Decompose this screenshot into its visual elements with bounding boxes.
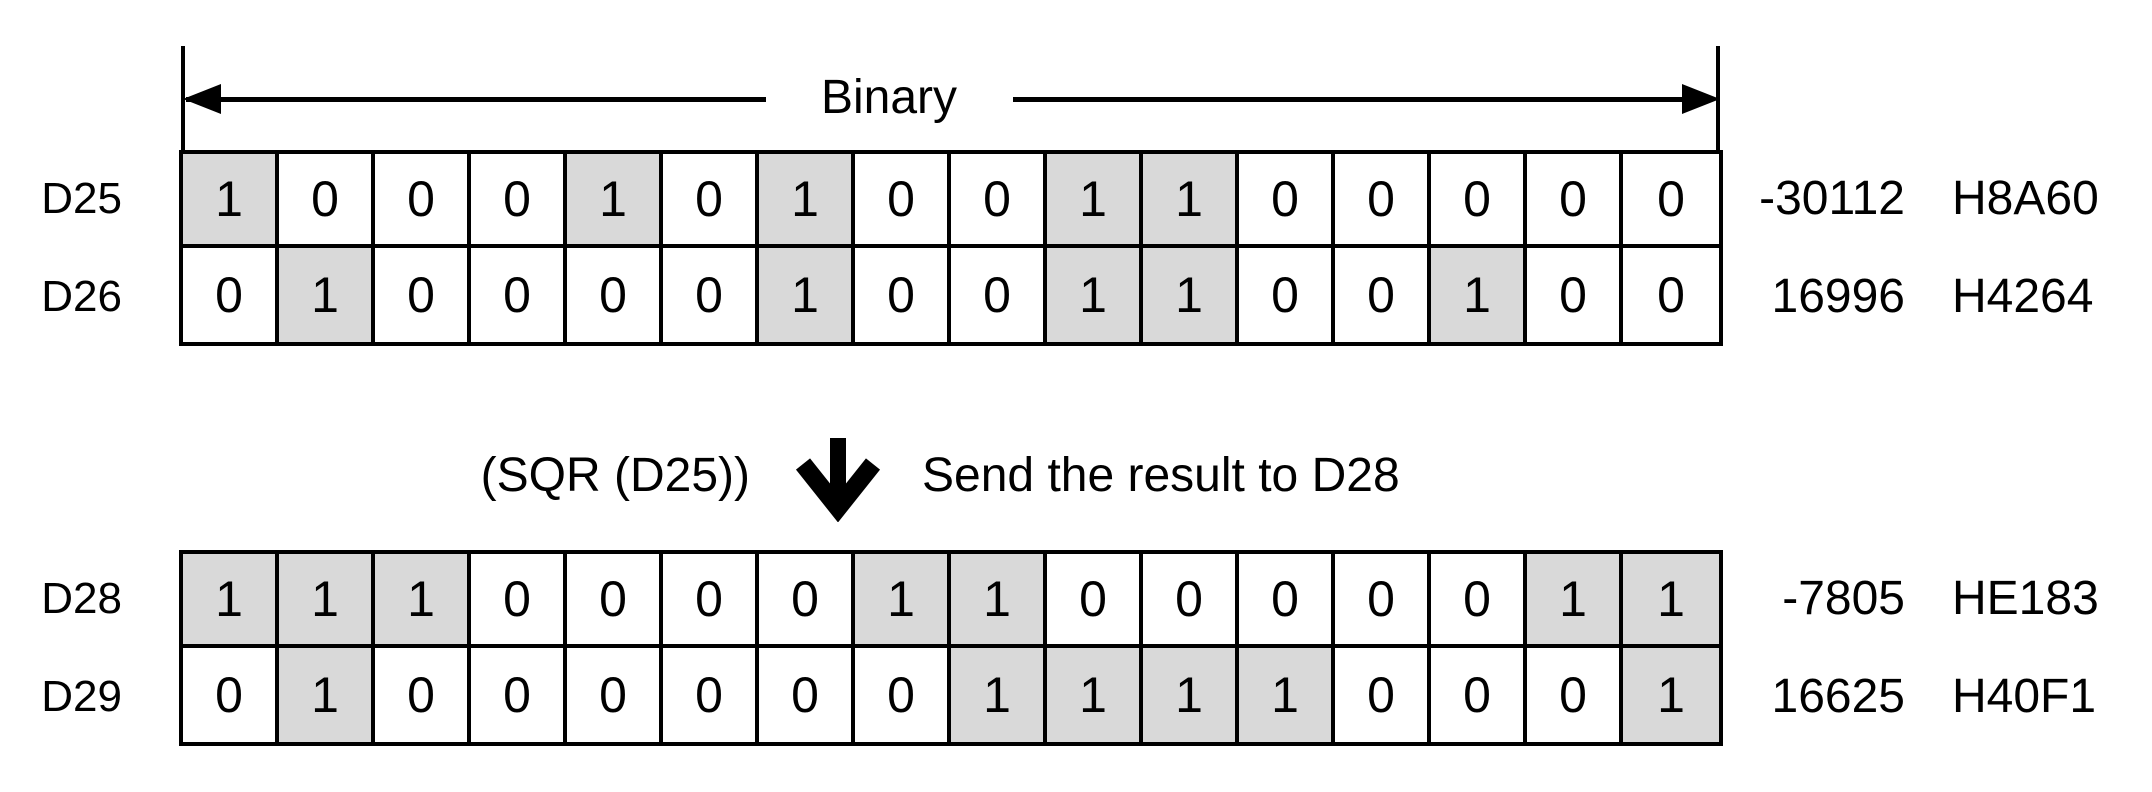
bit-cell: 0 <box>1623 248 1719 342</box>
decimal-value: 16996 <box>1771 270 1905 323</box>
bit-cell: 0 <box>1239 154 1335 248</box>
register-label: D26 <box>41 272 122 321</box>
bit-cell: 0 <box>1143 554 1239 648</box>
bit-cell: 0 <box>1335 248 1431 342</box>
binary-span-label: Binary <box>820 71 958 124</box>
bit-cell: 0 <box>183 648 279 742</box>
bit-cell: 0 <box>855 248 951 342</box>
bit-cell: 0 <box>375 648 471 742</box>
operation-expression: (SQR (D25)) <box>480 449 750 502</box>
bit-cell: 0 <box>663 648 759 742</box>
arrowhead-right-icon <box>1682 84 1720 114</box>
bit-cell: 0 <box>1239 554 1335 648</box>
bit-cell: 1 <box>1047 248 1143 342</box>
bit-cell: 1 <box>375 554 471 648</box>
bit-cell: 0 <box>855 154 951 248</box>
bit-cell: 0 <box>1431 648 1527 742</box>
bit-cell: 0 <box>1335 648 1431 742</box>
bit-cell: 0 <box>663 154 759 248</box>
bit-cell: 1 <box>1143 248 1239 342</box>
bit-cell: 0 <box>471 554 567 648</box>
bit-cell: 0 <box>1527 154 1623 248</box>
bit-cell: 1 <box>279 248 375 342</box>
bit-cell: 0 <box>1527 648 1623 742</box>
operation-description: Send the result to D28 <box>922 449 1400 502</box>
decimal-value: 16625 <box>1771 670 1905 723</box>
bit-cell: 0 <box>759 648 855 742</box>
bit-cell: 1 <box>567 154 663 248</box>
hex-value: H4264 <box>1952 270 2094 323</box>
bit-cell: 1 <box>951 554 1047 648</box>
bit-cell: 1 <box>279 554 375 648</box>
bit-cell: 0 <box>951 154 1047 248</box>
bit-cell: 1 <box>1623 648 1719 742</box>
bit-cell: 0 <box>1431 154 1527 248</box>
bit-cell: 1 <box>951 648 1047 742</box>
binary-span-line-right <box>1013 97 1683 102</box>
register-label: D28 <box>41 574 122 623</box>
bit-cell: 0 <box>375 154 471 248</box>
bit-cell: 0 <box>375 248 471 342</box>
hex-value: HE183 <box>1952 572 2099 625</box>
bit-cell: 0 <box>567 248 663 342</box>
bit-cell: 1 <box>1143 154 1239 248</box>
bit-cell: 1 <box>1623 554 1719 648</box>
bit-cell: 0 <box>1335 154 1431 248</box>
bit-cell: 0 <box>1623 154 1719 248</box>
binary-span-line-left <box>186 97 766 102</box>
bit-cell: 0 <box>951 248 1047 342</box>
bit-cell: 0 <box>567 648 663 742</box>
bit-cell: 0 <box>663 554 759 648</box>
bit-cell: 0 <box>759 554 855 648</box>
hex-value: H40F1 <box>1952 670 2097 723</box>
bit-cell: 1 <box>855 554 951 648</box>
bit-cell: 1 <box>1047 154 1143 248</box>
bit-cell: 1 <box>279 648 375 742</box>
bit-cell: 1 <box>1431 248 1527 342</box>
bit-cell: 0 <box>471 154 567 248</box>
bit-cell: 0 <box>471 248 567 342</box>
hex-value: H8A60 <box>1952 172 2099 225</box>
bit-cell: 0 <box>855 648 951 742</box>
bit-cell: 1 <box>1527 554 1623 648</box>
decimal-value: -7805 <box>1782 572 1905 625</box>
bit-cell: 1 <box>1047 648 1143 742</box>
bit-cell: 1 <box>183 554 279 648</box>
decimal-value: -30112 <box>1759 172 1905 225</box>
bit-cell: 0 <box>183 248 279 342</box>
bit-cell: 0 <box>1239 248 1335 342</box>
bit-cell: 0 <box>663 248 759 342</box>
bit-cell: 1 <box>759 154 855 248</box>
down-arrow-icon <box>795 438 881 522</box>
bit-cell: 0 <box>279 154 375 248</box>
bit-cell: 1 <box>183 154 279 248</box>
bit-cell: 0 <box>567 554 663 648</box>
arrowhead-left-icon <box>183 84 221 114</box>
register-label: D29 <box>41 672 122 721</box>
bit-cell: 1 <box>1143 648 1239 742</box>
bit-cell: 1 <box>1239 648 1335 742</box>
register-label: D25 <box>41 174 122 223</box>
bit-cell: 0 <box>471 648 567 742</box>
bit-cell: 0 <box>1431 554 1527 648</box>
bit-cell: 1 <box>759 248 855 342</box>
bit-cell: 0 <box>1335 554 1431 648</box>
bit-cell: 0 <box>1527 248 1623 342</box>
bit-cell: 0 <box>1047 554 1143 648</box>
